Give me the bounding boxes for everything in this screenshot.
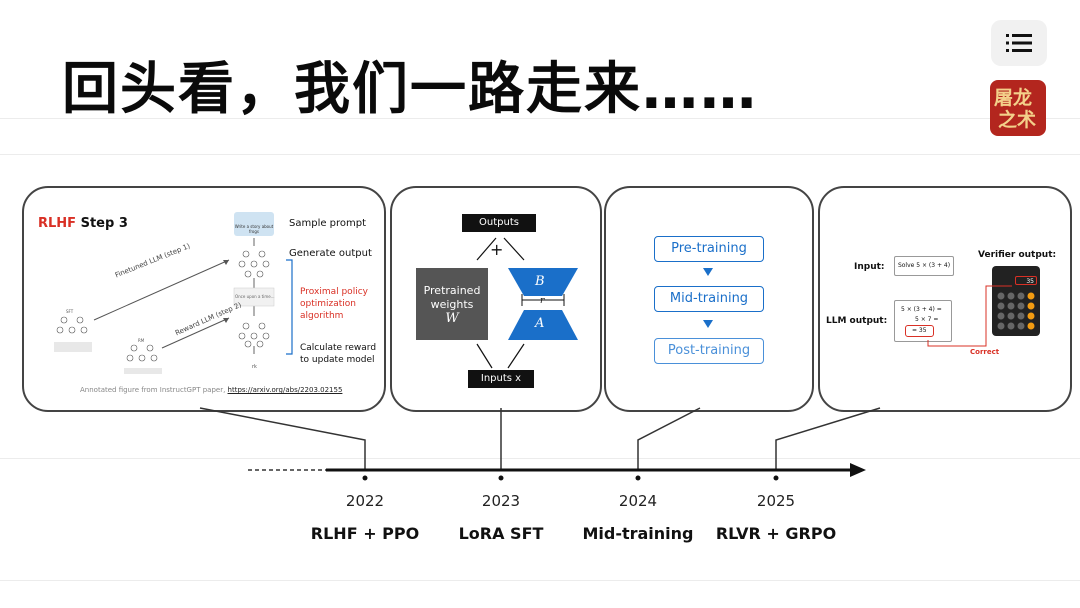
year-2022: 2022 — [345, 492, 385, 510]
lora-arrows — [476, 237, 578, 369]
reward-symbol: rk — [252, 364, 257, 370]
sample-prompt-box: Write a story about frogs — [234, 212, 274, 236]
year-2024: 2024 — [618, 492, 658, 510]
pretrained-weights-box: Pretrained weights W — [416, 268, 488, 340]
hamburger-menu-icon — [1006, 34, 1032, 52]
llm-output-box: 5 × (3 + 4) = 5 × 7 = = 35 — [894, 300, 952, 342]
input-label: Input: — [854, 262, 885, 272]
rlhf-network-drawing: SFT RM rk — [54, 238, 293, 374]
verifier-output-label: Verifier output: — [978, 250, 1057, 260]
connector-2022 — [199, 407, 366, 470]
instructgpt-paper-link[interactable]: https://arxiv.org/abs/2203.02155 — [227, 386, 343, 394]
mid-training-arrows — [703, 268, 713, 328]
sft-node-label: SFT — [66, 309, 74, 314]
timeline-tick — [635, 475, 641, 481]
mid-training-card: Pre-training Mid-training Post-training — [604, 186, 814, 412]
calculator-keys-icon — [997, 292, 1035, 330]
year-2025: 2025 — [756, 492, 796, 510]
menu-button[interactable] — [991, 20, 1047, 66]
timeline-tick — [773, 475, 779, 481]
pre-training-box: Pre-training — [654, 236, 764, 262]
rlvr-card: Input: Solve 5 × (3 + 4) LLM output: 5 ×… — [818, 186, 1072, 412]
ruled-line — [0, 458, 1080, 459]
lora-card: Outputs + Pretrained weights W B A r Inp… — [390, 186, 602, 412]
llm-output-label: LLM output: — [826, 316, 888, 326]
svg-text:屠龙: 屠龙 — [994, 86, 1032, 109]
connector-2024 — [637, 407, 701, 470]
rlhf-card: RLHF Step 3 Write a story about frogs Sa… — [22, 186, 386, 412]
page-title: 回头看，我们一路走来…… — [62, 57, 758, 122]
year-2023: 2023 — [481, 492, 521, 510]
rm-node-label: RM — [138, 338, 145, 343]
matrix-b-label: B — [535, 274, 545, 289]
rlhf-caption: Annotated figure from InstructGPT paper,… — [80, 386, 343, 394]
generate-output-label: Generate output — [289, 248, 372, 259]
ruled-line — [0, 580, 1080, 581]
inputs-box: Inputs x — [468, 370, 534, 388]
final-answer-highlight: = 35 — [905, 325, 934, 337]
milestone-lora-sft: LoRA SFT — [458, 524, 544, 543]
calculate-reward-label: Calculate reward to update model — [300, 343, 377, 365]
milestone-rlhf-ppo: RLHF + PPO — [310, 524, 420, 543]
svg-text:之术: 之术 — [998, 108, 1036, 131]
verification-arrows — [927, 285, 1012, 347]
sample-prompt-label: Sample prompt — [289, 218, 367, 229]
post-training-box: Post-training — [654, 338, 764, 364]
connector-2025 — [775, 407, 881, 470]
correct-label: Correct — [970, 348, 1000, 356]
timeline-tick — [362, 475, 368, 481]
mid-training-box: Mid-training — [654, 286, 764, 312]
rlhf-heading: RLHF Step 3 — [38, 216, 128, 231]
milestone-rlvr-grpo: RLVR + GRPO — [715, 524, 837, 543]
brand-logo: 屠龙 之术 — [990, 80, 1046, 136]
outputs-box: Outputs — [462, 214, 536, 232]
input-expression-box: Solve 5 × (3 + 4) — [894, 256, 954, 276]
milestone-mid-training: Mid-training — [582, 524, 694, 543]
ppo-label: Proximal policy optimization algorithm — [300, 287, 368, 321]
plus-symbol: + — [490, 240, 504, 259]
ruled-line — [0, 118, 1080, 119]
generated-output-text: Once upon a time... — [235, 294, 275, 299]
rank-label: r — [540, 296, 545, 306]
brand-logo-mark: 屠龙 之术 — [994, 86, 1036, 131]
timeline-tick — [498, 475, 504, 481]
calculator-display: 35 — [1015, 276, 1037, 285]
timeline-arrowhead — [850, 463, 866, 477]
ruled-line — [0, 154, 1080, 155]
matrix-a-label: A — [535, 316, 545, 331]
calculator-icon: 35 — [992, 266, 1040, 336]
